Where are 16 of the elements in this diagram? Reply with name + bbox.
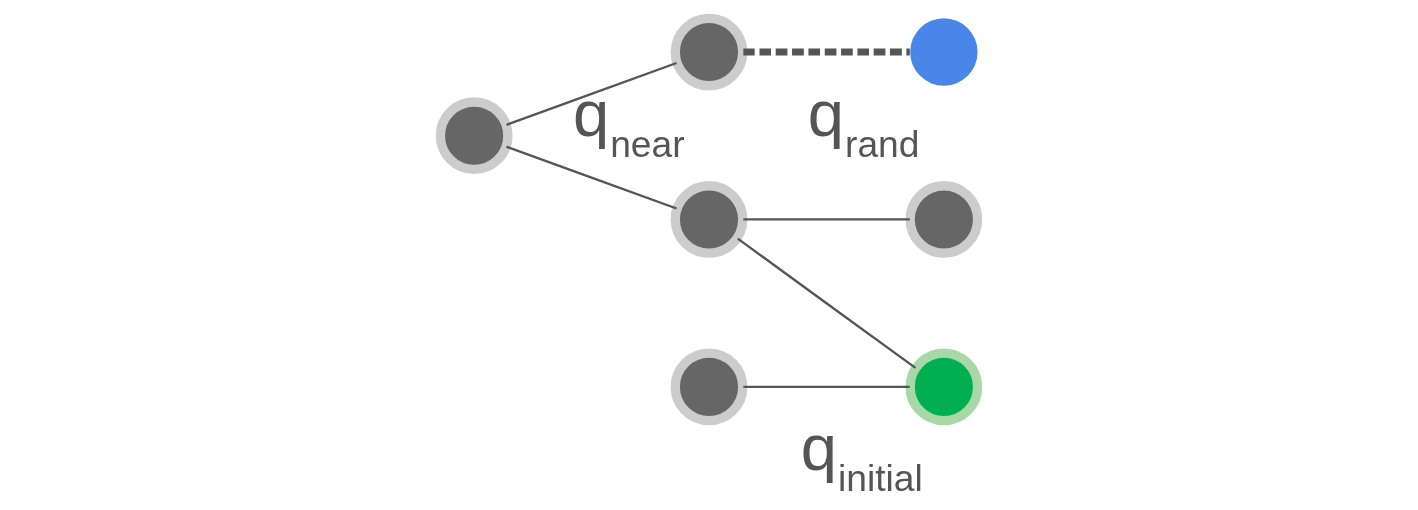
connector (743, 385, 910, 388)
node-circle (670, 13, 748, 90)
connector (743, 48, 910, 55)
node-circle (910, 17, 978, 86)
connector (506, 145, 677, 210)
node-circle (670, 348, 748, 425)
node-label: q$_{initial}$ (800, 410, 923, 499)
node-label: q$_{near}$ (572, 76, 685, 165)
node-circle (905, 348, 983, 425)
node-circle (905, 180, 983, 258)
connector (737, 237, 917, 369)
node-circle (435, 96, 513, 174)
connector (506, 61, 677, 126)
node-circle (670, 180, 748, 258)
node-label: q$_{rand}$ (807, 76, 920, 165)
connector (743, 217, 910, 221)
